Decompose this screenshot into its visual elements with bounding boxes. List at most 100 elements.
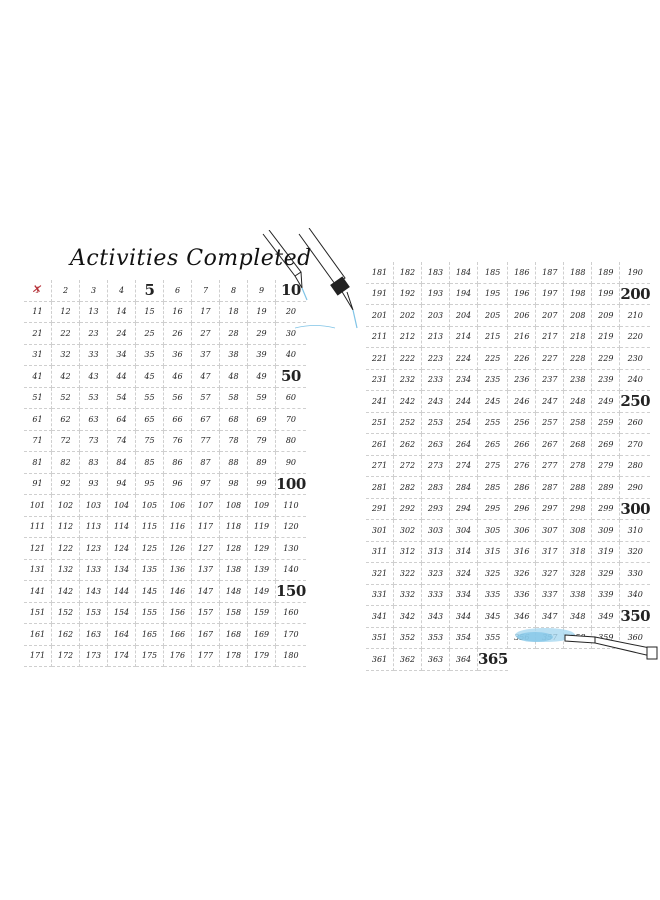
day-cell[interactable]: 138 — [219, 559, 248, 581]
day-cell[interactable]: 348 — [563, 605, 593, 628]
day-cell[interactable]: 122 — [51, 537, 80, 560]
day-cell[interactable]: 19 — [247, 301, 276, 323]
day-cell[interactable]: 55 — [135, 387, 164, 409]
day-cell[interactable]: 78 — [219, 430, 248, 452]
day-cell[interactable]: 270 — [619, 433, 651, 456]
day-cell[interactable]: 172 — [51, 645, 80, 667]
day-cell[interactable]: 125 — [135, 537, 164, 560]
day-cell[interactable]: 287 — [535, 476, 565, 499]
day-cell[interactable]: 311 — [366, 541, 394, 563]
day-cell[interactable]: 140 — [275, 559, 306, 581]
day-cell[interactable]: 123 — [79, 537, 108, 560]
day-cell[interactable]: 205 — [477, 304, 509, 327]
day-cell[interactable]: 29 — [247, 322, 276, 345]
day-cell[interactable]: 18 — [219, 301, 248, 323]
day-cell[interactable]: 59 — [247, 387, 276, 409]
day-cell[interactable]: 27 — [191, 322, 220, 345]
day-cell[interactable]: 118 — [219, 516, 248, 538]
day-cell[interactable]: 325 — [477, 562, 509, 585]
day-cell[interactable]: 72 — [51, 430, 80, 452]
day-cell[interactable]: 254 — [449, 412, 478, 434]
day-cell[interactable]: 242 — [393, 390, 422, 413]
day-cell[interactable]: 234 — [449, 369, 478, 391]
day-cell[interactable]: 191 — [366, 283, 394, 305]
day-cell[interactable]: 279 — [591, 455, 621, 477]
day-cell[interactable]: 319 — [591, 541, 621, 563]
day-cell[interactable]: 277 — [535, 455, 565, 477]
day-cell[interactable]: 341 — [366, 605, 394, 628]
day-cell[interactable]: 96 — [163, 473, 192, 495]
day-cell[interactable]: 141 — [24, 580, 52, 603]
day-cell[interactable]: 146 — [163, 580, 192, 603]
day-cell[interactable]: 34 — [107, 344, 136, 366]
day-cell[interactable]: 113 — [79, 516, 108, 538]
day-cell[interactable]: 299 — [591, 498, 621, 520]
day-cell[interactable]: 100 — [275, 473, 306, 495]
day-cell[interactable]: 41 — [24, 365, 52, 388]
day-cell[interactable]: 22 — [51, 322, 80, 345]
day-cell[interactable]: 98 — [219, 473, 248, 495]
day-cell[interactable]: 258 — [563, 412, 593, 434]
day-cell[interactable]: 63 — [79, 408, 108, 431]
day-cell[interactable]: 80 — [275, 430, 306, 452]
day-cell[interactable]: 104 — [107, 494, 136, 517]
day-cell[interactable]: 362 — [393, 648, 422, 671]
day-cell[interactable]: 330 — [619, 562, 651, 585]
day-cell[interactable]: 303 — [421, 519, 450, 542]
day-cell[interactable]: 173 — [79, 645, 108, 667]
day-cell[interactable]: 190 — [619, 262, 651, 284]
day-cell[interactable]: 298 — [563, 498, 593, 520]
day-cell[interactable]: 200 — [619, 283, 651, 305]
day-cell[interactable]: 194 — [449, 283, 478, 305]
day-cell[interactable]: 184 — [449, 262, 478, 284]
day-cell[interactable]: 92 — [51, 473, 80, 495]
day-cell[interactable]: 271 — [366, 455, 394, 477]
day-cell[interactable]: 192 — [393, 283, 422, 305]
day-cell[interactable]: 117 — [191, 516, 220, 538]
day-cell[interactable]: 283 — [421, 476, 450, 499]
day-cell[interactable]: 85 — [135, 451, 164, 474]
day-cell[interactable]: 340 — [619, 584, 651, 606]
day-cell[interactable]: 282 — [393, 476, 422, 499]
day-cell[interactable]: 304 — [449, 519, 478, 542]
day-cell[interactable]: 181 — [366, 262, 394, 284]
day-cell[interactable]: 195 — [477, 283, 509, 305]
day-cell[interactable]: 252 — [393, 412, 422, 434]
day-cell[interactable]: 5 — [135, 280, 164, 302]
day-cell[interactable]: 278 — [563, 455, 593, 477]
day-cell[interactable]: 129 — [247, 537, 276, 560]
day-cell[interactable]: 272 — [393, 455, 422, 477]
day-cell[interactable]: 296 — [507, 498, 537, 520]
day-cell[interactable]: 202 — [393, 304, 422, 327]
day-cell[interactable]: 154 — [107, 602, 136, 624]
day-cell[interactable]: 15 — [135, 301, 164, 323]
day-cell[interactable]: 70 — [275, 408, 306, 431]
day-cell[interactable]: 3 — [79, 280, 108, 302]
day-cell[interactable]: 255 — [477, 412, 509, 434]
day-cell[interactable]: 167 — [191, 623, 220, 646]
day-cell[interactable]: 250 — [619, 390, 651, 413]
day-cell[interactable]: 47 — [191, 365, 220, 388]
day-cell[interactable]: 83 — [79, 451, 108, 474]
day-cell[interactable]: 121 — [24, 537, 52, 560]
day-cell[interactable]: 57 — [191, 387, 220, 409]
day-cell[interactable]: 9 — [247, 280, 276, 302]
day-cell[interactable]: 179 — [247, 645, 276, 667]
day-cell[interactable]: 17 — [191, 301, 220, 323]
day-cell[interactable]: 75 — [135, 430, 164, 452]
day-cell[interactable]: 164 — [107, 623, 136, 646]
day-cell[interactable]: 39 — [247, 344, 276, 366]
day-cell[interactable]: 329 — [591, 562, 621, 585]
day-cell[interactable]: 248 — [563, 390, 593, 413]
day-cell[interactable]: 302 — [393, 519, 422, 542]
day-cell[interactable]: 313 — [421, 541, 450, 563]
day-cell[interactable]: 66 — [163, 408, 192, 431]
day-cell[interactable]: 188 — [563, 262, 593, 284]
day-cell[interactable]: 331 — [366, 584, 394, 606]
day-cell[interactable]: 48 — [219, 365, 248, 388]
day-cell[interactable]: 306 — [507, 519, 537, 542]
day-cell[interactable]: 99 — [247, 473, 276, 495]
day-cell[interactable]: 266 — [507, 433, 537, 456]
day-cell[interactable]: 305 — [477, 519, 509, 542]
day-cell[interactable]: 235 — [477, 369, 509, 391]
